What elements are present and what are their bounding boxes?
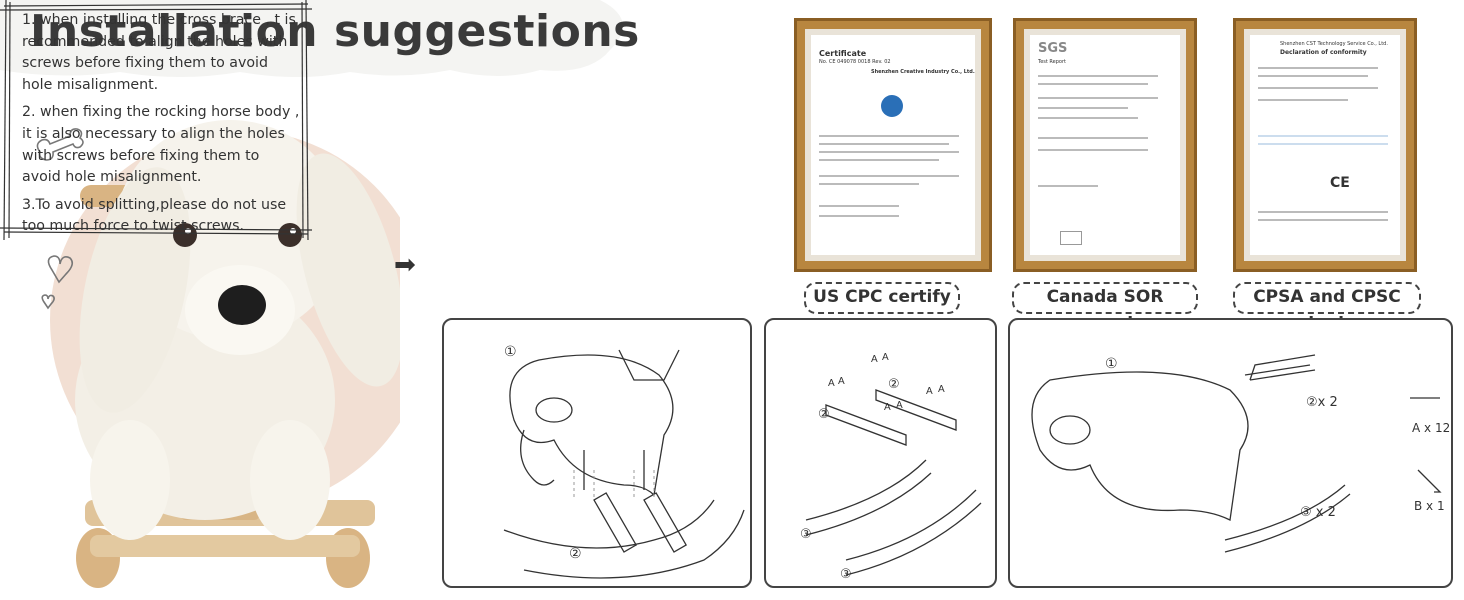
tuv-logo-icon	[881, 95, 903, 117]
label-canada-sor: Canada SOR report	[1012, 282, 1198, 333]
assembly-step-body: ① ②	[442, 318, 752, 588]
note-1: 1. when installing the cross brace , t i…	[22, 12, 296, 93]
cert-header: Declaration of conformity	[1280, 49, 1367, 56]
cloud-background	[0, 0, 623, 77]
part-screws-qty: A x 12	[1412, 421, 1450, 435]
step-num-2: ②	[569, 546, 582, 562]
cert-company: Shenzhen Creative Industry Co., Ltd.	[871, 69, 975, 75]
certificate-frame-cpc: Certificate No. CE 049078 0018 Rev. 02 S…	[794, 18, 992, 272]
step2-num-c: ③	[800, 527, 812, 542]
screw-label-a6: A	[938, 384, 945, 395]
screw-label-a3: A	[871, 354, 878, 365]
assembly-step-brace: A A A A A A A A ② ② ③ ③	[764, 318, 997, 588]
screw-label-a8: A	[896, 400, 903, 411]
step2-num-d: ③	[840, 567, 852, 582]
assembly-diagram-brace: A A A A A A A A ② ② ③ ③	[800, 352, 982, 582]
ce-mark-icon: CE	[1330, 175, 1350, 191]
screw-label-a4: A	[882, 352, 889, 363]
label-us-cpc: US CPC certify	[804, 282, 960, 314]
part-wrench-qty: B x 1	[1414, 499, 1445, 513]
bone-doodle	[36, 128, 84, 161]
parts-diagram: ① ②x 2 ③ x 2 A x 12 B x 1	[1031, 354, 1450, 553]
screw-label-a7: A	[884, 402, 891, 413]
arrow-right-icon: ➡	[394, 250, 416, 280]
step2-num-a: ②	[818, 407, 830, 422]
sgs-logo: SGS	[1038, 41, 1068, 56]
parts-list-panel: ① ②x 2 ③ x 2 A x 12 B x 1	[1008, 318, 1453, 588]
screw-label-a2: A	[838, 376, 845, 387]
label-cpsa-cpsc: CPSA and CPSC test	[1233, 282, 1421, 333]
cert-sub: Test Report	[1038, 59, 1067, 65]
screw-label-a5: A	[926, 386, 933, 397]
page-title: Installation suggestions	[30, 6, 640, 57]
certificate-frame-cpsa: Shenzhen CST Technology Service Co., Ltd…	[1233, 18, 1417, 272]
sketch-frame	[0, 0, 312, 240]
certificate-frame-sor: SGS Test Report	[1013, 18, 1197, 272]
step2-num-b: ②	[888, 377, 900, 392]
assembly-diagram-body: ① ②	[503, 344, 745, 579]
cert-sub: Shenzhen CST Technology Service Co., Ltd…	[1280, 41, 1388, 47]
step-num-1: ①	[504, 344, 517, 360]
cert-header: Certificate	[819, 49, 867, 58]
sgs-stamp-icon	[1060, 231, 1082, 245]
heart-doodles	[41, 255, 74, 310]
installation-notes: 1. when installing the cross brace , t i…	[0, 0, 312, 240]
note-3: 3.To avoid splitting,please do not use t…	[22, 196, 287, 235]
note-2: 2. when fixing the rocking horse body , …	[22, 104, 300, 186]
part-rocker-qty: ③ x 2	[1300, 505, 1336, 520]
cert-sub: No. CE 049078 0018 Rev. 02	[819, 59, 891, 65]
part-brace-qty: ②x 2	[1306, 395, 1338, 410]
part-body-num: ①	[1105, 356, 1118, 372]
screw-label-a1: A	[828, 378, 835, 389]
